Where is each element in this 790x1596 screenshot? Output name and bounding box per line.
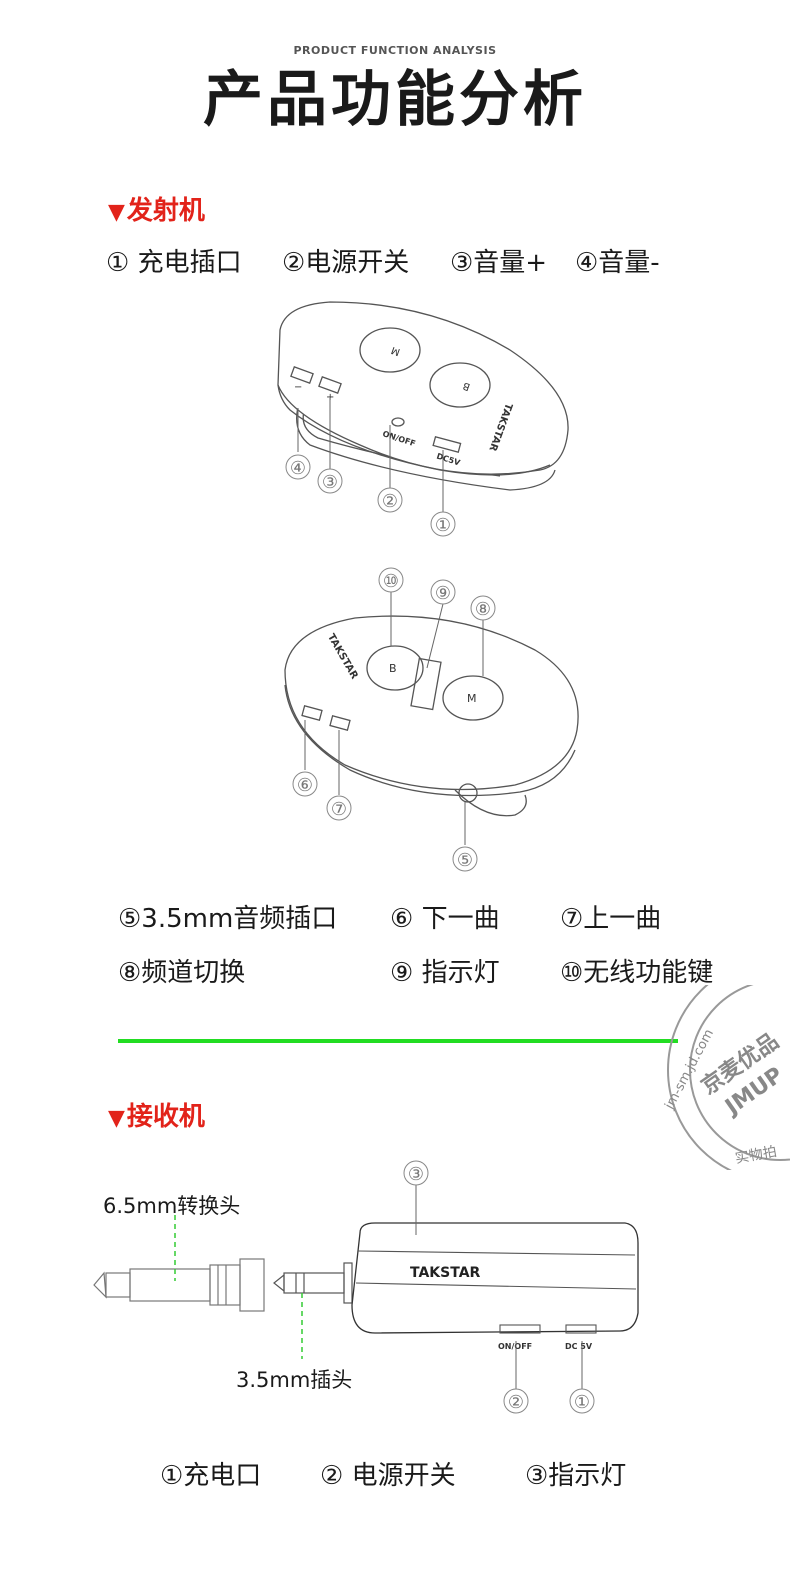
adapter-label: 6.5mm转换头 (103, 1194, 241, 1218)
triangle-down-icon: ▼ (108, 200, 125, 225)
stamp-note: 实物拍 (734, 1144, 778, 1167)
callout-1: ① (435, 515, 451, 536)
transmitter-feature-1: ① 充电插口 (106, 248, 242, 278)
transmitter-heading-text: 发射机 (126, 196, 205, 226)
receiver-onoff-mark: ON/OFF (498, 1342, 532, 1351)
transmitter-feature-3: ③音量+ (450, 248, 548, 278)
receiver-callout-1: ① (574, 1392, 590, 1413)
callout-3: ③ (322, 472, 338, 493)
device-m-mark: M (390, 344, 402, 357)
callout-6: ⑥ (297, 775, 313, 796)
page-title: 产品功能分析 (203, 65, 587, 135)
transmitter-heading: ▼发射机 (108, 190, 205, 227)
device-plus-mark: + (326, 392, 334, 403)
transmitter-feature-4: ④音量- (575, 248, 660, 278)
callout-5: ⑤ (457, 850, 473, 871)
transmitter-feature-7: ⑦上一曲 (560, 904, 662, 934)
receiver-callout-2: ② (508, 1392, 524, 1413)
receiver-heading-text: 接收机 (126, 1102, 205, 1132)
transmitter-feature-5: ⑤3.5mm音频插口 (118, 904, 338, 934)
transmitter-top-illustration: M B TAKSTAR ON/OFF DC5V − + ④ ③ ② ① (277, 301, 569, 537)
receiver-heading: ▼接收机 (108, 1096, 205, 1133)
transmitter-feature-10: ⑩无线功能键 (560, 958, 714, 988)
callout-7: ⑦ (331, 799, 347, 820)
receiver-illustration: TAKSTAR ON/OFF DC 5V ③ ② ① (93, 1160, 639, 1414)
plug-label: 3.5mm插头 (236, 1368, 353, 1392)
transmitter-feature-6: ⑥ 下一曲 (390, 904, 500, 934)
callout-8: ⑧ (475, 599, 491, 620)
transmitter-feature-8: ⑧频道切换 (118, 958, 246, 988)
device-minus-mark: − (294, 382, 302, 393)
receiver-callout-3: ③ (408, 1164, 424, 1185)
device-bottom-m-mark: M (467, 692, 477, 705)
receiver-feature-2: ② 电源开关 (320, 1461, 456, 1491)
callout-10: ⑩ (383, 571, 399, 592)
receiver-brand-mark: TAKSTAR (410, 1265, 481, 1281)
callout-2: ② (382, 491, 398, 512)
jd-stamp-watermark: jm-sm.jd.com 京麦优品 JMUP 实物拍 (662, 985, 790, 1170)
section-divider (118, 1039, 678, 1043)
receiver-dc-mark: DC 5V (565, 1342, 593, 1351)
device-bottom-b-mark: B (389, 662, 397, 675)
transmitter-feature-9: ⑨ 指示灯 (390, 958, 500, 988)
page-subtitle: PRODUCT FUNCTION ANALYSIS (293, 44, 497, 57)
transmitter-feature-2: ②电源开关 (282, 248, 410, 278)
callout-9: ⑨ (435, 583, 451, 604)
receiver-feature-1: ①充电口 (160, 1461, 262, 1491)
callout-4: ④ (290, 458, 306, 479)
triangle-down-icon: ▼ (108, 1106, 125, 1131)
stamp-url: jm-sm.jd.com (662, 1027, 717, 1113)
transmitter-bottom-illustration: TAKSTAR B M ⑩ ⑨ ⑧ ⑥ ⑦ ⑤ (284, 567, 579, 872)
device-b-mark: B (461, 379, 471, 392)
receiver-feature-3: ③指示灯 (525, 1461, 627, 1491)
